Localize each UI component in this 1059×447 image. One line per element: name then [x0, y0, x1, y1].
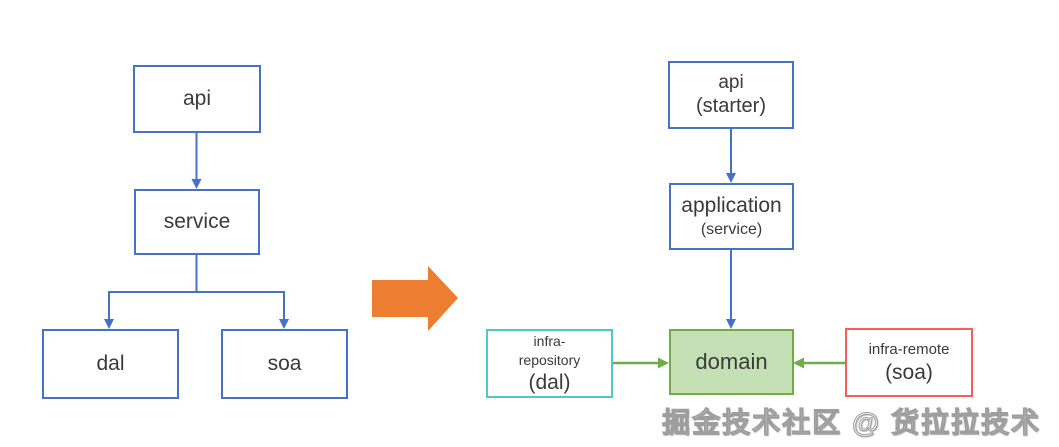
node-infra-remote: infra-remote (soa)	[845, 328, 973, 397]
node-infra-remote-line2: (soa)	[885, 360, 933, 384]
node-service-label: service	[163, 209, 231, 233]
arrow-service-to-dal-soa	[104, 255, 289, 329]
node-dal-label: dal	[96, 351, 125, 375]
transform-arrow-icon	[372, 266, 458, 331]
node-api-starter-line2: (starter)	[696, 95, 766, 118]
arrow-api-to-service	[191, 133, 202, 189]
node-domain-label: domain	[695, 349, 768, 375]
arrow-infrarepo-to-domain	[613, 357, 669, 369]
node-application-line1: application	[681, 194, 782, 218]
node-infra-repository-line1: infra-	[533, 333, 566, 350]
arrow-infraremote-to-domain	[793, 357, 845, 369]
node-api: api	[133, 65, 261, 133]
node-api-label: api	[182, 86, 212, 110]
node-infra-repository-line3: (dal)	[528, 370, 571, 394]
node-infra-remote-line1: infra-remote	[868, 340, 950, 358]
node-application: application (service)	[669, 183, 794, 250]
node-service: service	[134, 189, 260, 255]
node-infra-repository-line2: repository	[518, 351, 581, 368]
node-soa-label: soa	[267, 351, 302, 375]
node-domain: domain	[669, 329, 794, 395]
node-api-starter: api (starter)	[668, 61, 794, 129]
node-infra-repository: infra- repository (dal)	[486, 329, 613, 398]
node-soa: soa	[221, 329, 348, 399]
node-api-starter-line1: api	[718, 71, 744, 93]
arrow-application-to-domain	[726, 250, 736, 329]
arrow-apistarter-to-application	[726, 129, 736, 183]
node-dal: dal	[42, 329, 179, 399]
watermark-text: 掘金技术社区 @ 货拉拉技术	[662, 407, 1041, 439]
node-application-line2: (service)	[700, 220, 763, 238]
